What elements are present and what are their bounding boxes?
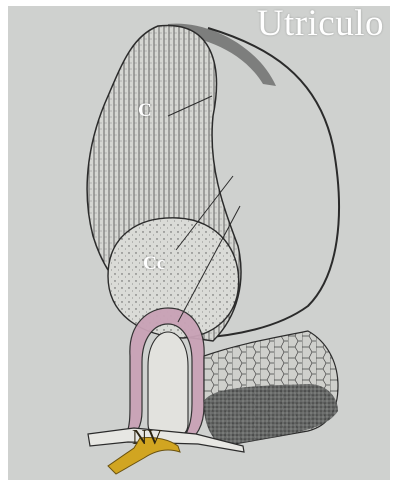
label-nv: NV [132, 425, 162, 450]
utricle-illustration [8, 6, 390, 480]
label-c: C [138, 100, 152, 122]
figure-title: Utriculo [257, 2, 384, 45]
connective-tissue [204, 384, 338, 446]
utricle-drawing [8, 6, 390, 480]
macula-stalk [148, 332, 188, 438]
label-cc: Cc [143, 253, 165, 275]
